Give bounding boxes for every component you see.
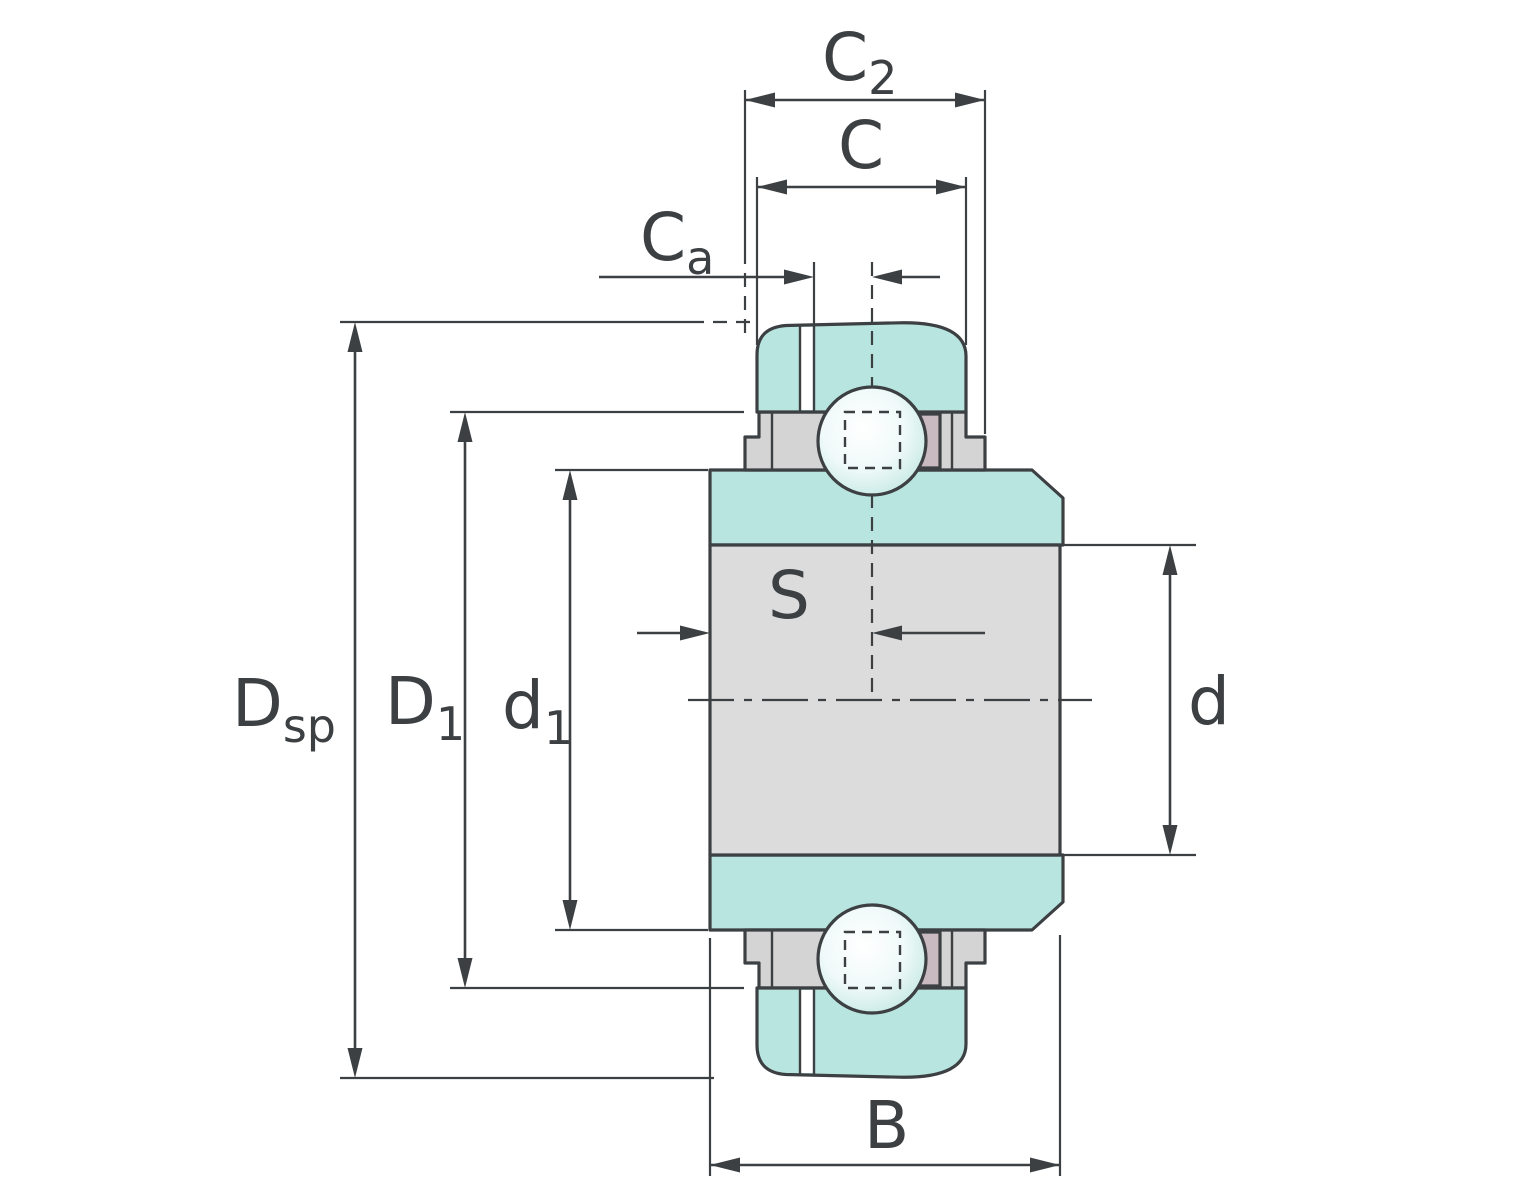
dimension-d: d — [1062, 543, 1230, 857]
shoulder-top-left — [743, 410, 830, 472]
b-arrow-right — [1030, 1157, 1060, 1173]
c-arrow-left — [757, 179, 787, 195]
label-c2: C2 — [822, 19, 897, 105]
label-ca: Ca — [640, 199, 714, 285]
d1-inner-arrow-bottom — [562, 900, 578, 930]
ca-arrow-right — [872, 269, 902, 285]
label-dsp: Dsp — [232, 665, 336, 753]
dimension-b: B — [708, 935, 1062, 1176]
d1-outer-arrow-bottom — [457, 958, 473, 988]
dimension-ca: Ca — [599, 199, 940, 324]
d1-outer-arrow-top — [457, 412, 473, 442]
label-d1-inner: d1 — [502, 667, 573, 755]
c2-arrow-left — [745, 92, 775, 108]
dsp-arrow-top — [347, 322, 363, 352]
c-arrow-right — [936, 179, 966, 195]
label-d: d — [1188, 663, 1230, 740]
dimension-c2: C2 — [743, 19, 987, 434]
dimension-d1-outer: D1 — [385, 410, 744, 990]
s-arrow-right — [872, 625, 902, 641]
label-b: B — [864, 1087, 909, 1164]
ca-arrow-left — [784, 269, 814, 285]
ball-top-hidden-detail — [843, 410, 902, 470]
dimension-c: C — [755, 107, 968, 345]
b-arrow-left — [710, 1157, 740, 1173]
label-d1-outer: D1 — [385, 663, 465, 751]
cap-slot-top — [801, 327, 813, 410]
label-s: S — [768, 557, 810, 634]
d-arrow-bottom — [1162, 825, 1178, 855]
bearing-parts — [708, 321, 1065, 1079]
s-arrow-left — [680, 625, 710, 641]
ball-bottom — [816, 903, 928, 1015]
c2-arrow-right — [955, 92, 985, 108]
d1-inner-arrow-top — [562, 470, 578, 500]
ball-bottom-hidden-detail — [843, 930, 902, 990]
shoulder-bottom-left — [743, 928, 830, 990]
dsp-arrow-bottom — [347, 1048, 363, 1078]
label-c: C — [838, 107, 884, 184]
ball-top — [816, 385, 928, 497]
dimension-dsp: Dsp — [232, 320, 756, 1080]
dimension-d1-inner: d1 — [502, 468, 708, 932]
dimension-s: S — [637, 557, 985, 641]
d-arrow-top — [1162, 545, 1178, 575]
cap-slot-bottom — [801, 990, 813, 1073]
